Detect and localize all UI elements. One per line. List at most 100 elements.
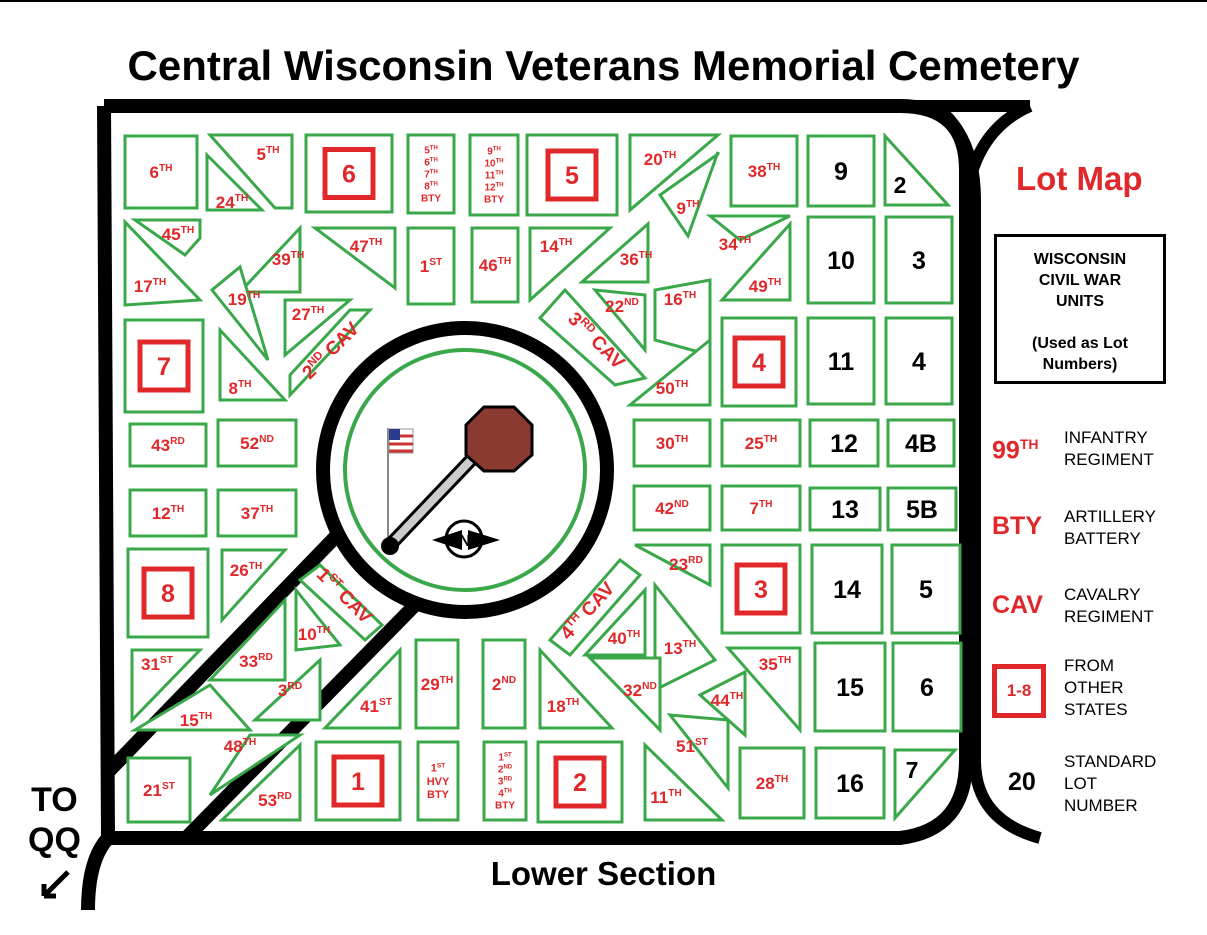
- lot-l38th: [729, 134, 799, 208]
- lot-label-l8box: 8: [161, 580, 175, 608]
- lot-4thcav: [547, 557, 643, 658]
- state-box-l2box: [553, 755, 607, 809]
- lot-lbtyA: [406, 133, 456, 215]
- page-title: Central Wisconsin Veterans Memorial Ceme…: [127, 42, 1080, 89]
- lot-label-lbty4: 2ND: [498, 765, 513, 776]
- lot-s10: [806, 215, 876, 305]
- lot-label-lbtyB: 10TH: [484, 159, 503, 170]
- lot-map-title: Lot Map: [1016, 160, 1143, 197]
- direction-line1: TO: [31, 781, 78, 819]
- lot-tri-17th: [123, 218, 204, 307]
- lot-tri-36th: [578, 220, 650, 284]
- lot-s16: [814, 746, 886, 820]
- lot-tri-13th: [653, 580, 718, 693]
- lot-label-s10: 10: [827, 247, 855, 275]
- lot-lbty4: [482, 740, 528, 822]
- lot-label-s15: 15: [836, 674, 864, 702]
- lot-label-l4box: 4: [752, 349, 766, 377]
- lot-label-s12: 12: [830, 430, 858, 458]
- lot-tri-8th: [218, 326, 289, 402]
- lot-l7th: [720, 484, 802, 532]
- lot-2ndcav: [288, 308, 374, 399]
- svg-text:N: N: [459, 533, 471, 550]
- lot-label-l1box: 1: [351, 768, 365, 796]
- lot-label-lbty4: BTY: [495, 801, 515, 812]
- lot-tri-39th: [236, 224, 302, 294]
- info-line: (Used as Lot: [1031, 335, 1128, 352]
- info-line: UNITS: [1056, 293, 1104, 310]
- lot-1stcav: [297, 563, 385, 643]
- lot-label-s14: 14: [833, 576, 861, 604]
- state-box-l4box: [732, 335, 786, 389]
- lot-label-s11: 11: [828, 348, 855, 376]
- lot-l28th: [738, 746, 806, 820]
- lot-tri-50th: [625, 336, 712, 407]
- compass-icon: N: [432, 519, 500, 559]
- lot-s5: [890, 543, 962, 635]
- lot-layer: 6TH5TH24TH65TH6TH7TH8THBTY9TH10TH11TH12T…: [41, 132, 963, 899]
- lot-label-s5b: 5B: [906, 496, 938, 524]
- lot-label-l6box: 6: [342, 161, 356, 189]
- lot-tri-14th: [528, 226, 614, 304]
- legend-key-battery: BTY: [992, 512, 1042, 540]
- lot-label-lbty4: 4TH: [498, 789, 512, 800]
- lot-label-l7box: 7: [157, 353, 171, 381]
- lot-tri-51st: [666, 713, 730, 793]
- legend-key-infantry: 99TH: [992, 436, 1039, 465]
- lot-l43rd: [128, 422, 208, 468]
- section-label: Lower Section: [490, 855, 717, 892]
- lot-s4b: [886, 418, 956, 468]
- lot-tri-48th: [208, 733, 305, 797]
- lot-tri-7: [893, 748, 959, 822]
- direction-line2: QQ: [28, 821, 81, 859]
- lot-s9: [806, 134, 876, 208]
- lot-label-lbtyA: BTY: [421, 194, 441, 205]
- lot-label-l5box: 5: [565, 162, 579, 190]
- lot-lbtyB: [468, 133, 520, 217]
- lot-label-lbtyB: 9TH: [487, 147, 501, 158]
- lot-tri-32nd: [586, 656, 662, 734]
- lot-tri-23rd: [634, 543, 712, 588]
- lot-tri-15th: [129, 683, 254, 732]
- lot-l52nd: [216, 418, 298, 468]
- lot-l42nd: [632, 484, 712, 532]
- lot-label-lbtyA: 6TH: [424, 158, 438, 169]
- lot-tri-40th: [581, 586, 647, 657]
- east-road: [935, 105, 1042, 844]
- lot-label-l19th: 19TH: [228, 290, 261, 309]
- lot-label-s4: 4: [912, 348, 926, 376]
- state-box-l3box: [734, 562, 788, 616]
- lot-tri-31st: [130, 648, 204, 724]
- lot-label-lbty4: 1ST: [498, 753, 512, 764]
- lot-tri-22nd: [591, 288, 647, 355]
- lot-s14: [810, 543, 884, 635]
- lot-label-s3: 3: [912, 247, 926, 275]
- lot-l37th: [216, 488, 298, 538]
- legend-key-standard: 20: [1008, 768, 1036, 796]
- lot-lhvy: [416, 740, 460, 822]
- state-box-l5box: [545, 148, 599, 202]
- central-lot: [343, 348, 587, 592]
- lot-l21st: [126, 756, 192, 824]
- lot-s15: [813, 641, 887, 733]
- lot-l6th: [123, 134, 199, 210]
- path-end: [381, 537, 399, 555]
- arrow-down-left-icon: [41, 870, 70, 899]
- legend-key-cavalry: CAV: [992, 591, 1043, 619]
- lot-tri-20th: [628, 133, 723, 214]
- lot-tri-9th: [657, 151, 720, 240]
- lot-label-lhvy: BTY: [427, 789, 450, 801]
- lot-tri-35th: [724, 646, 802, 734]
- lot-label-s4b: 4B: [905, 430, 937, 458]
- lot-label-s9: 9: [834, 158, 848, 186]
- lot-label-s2: 2: [894, 172, 907, 198]
- lot-tri-2: [883, 132, 952, 207]
- state-box-l8box: [141, 566, 195, 620]
- lot-label-lbtyA: 7TH: [424, 170, 438, 181]
- lot-tri-5th: [206, 133, 294, 210]
- lot-label-s16: 16: [836, 770, 864, 798]
